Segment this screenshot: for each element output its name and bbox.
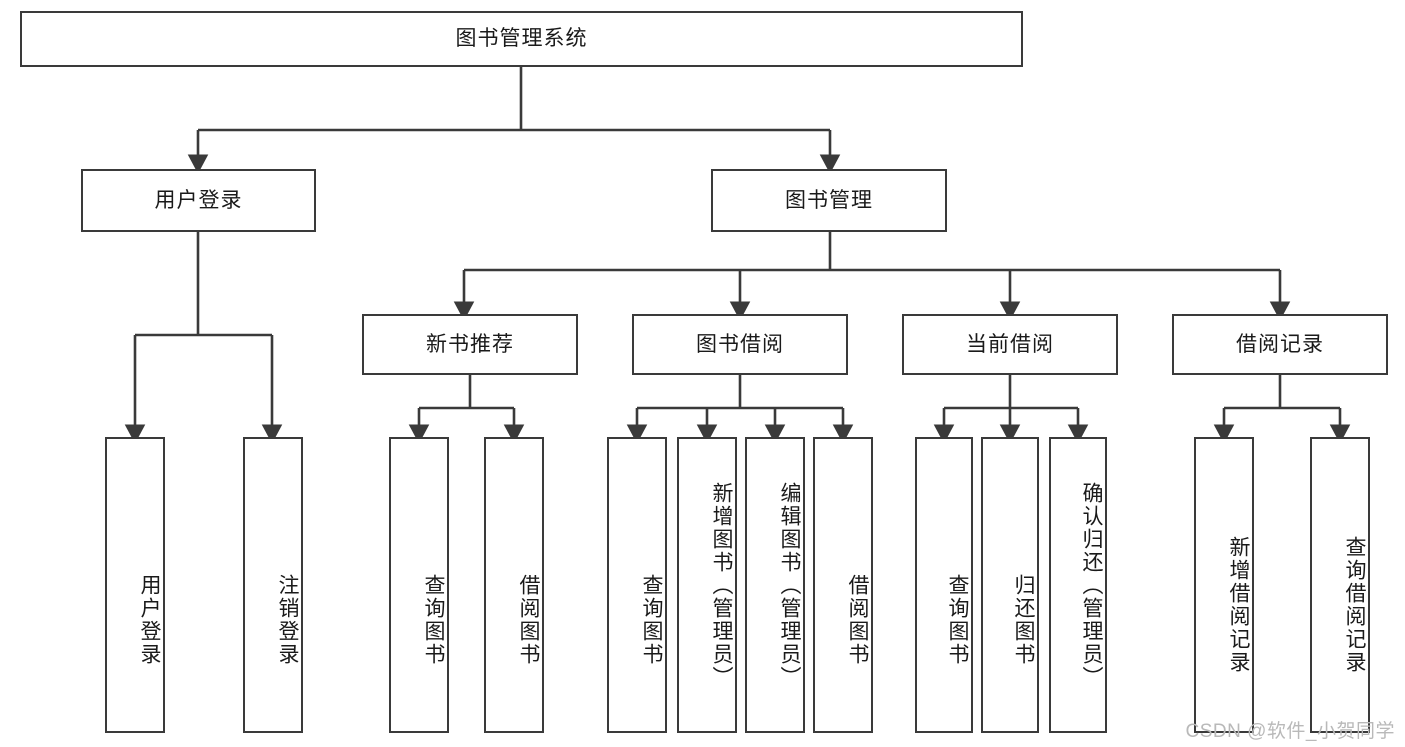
node-label: 查询图书 [640, 573, 663, 666]
node-label: 借阅记录 [1236, 332, 1324, 356]
leaf-current-borrow-query-book[interactable]: 查询图书 [915, 437, 973, 733]
node-label: 当前借阅 [966, 332, 1054, 356]
leaf-user-login-login[interactable]: 用户登录 [105, 437, 165, 733]
node-label: 查询图书 [946, 573, 969, 666]
node-label: 新书推荐 [426, 332, 514, 356]
node-label: 编辑图书（管理员） [778, 481, 801, 689]
node-label: 图书管理系统 [455, 27, 588, 51]
node-label: 新增借阅记录 [1227, 535, 1250, 674]
node-label: 图书管理 [785, 188, 873, 212]
node-label: 归还图书 [1012, 573, 1035, 666]
leaf-current-borrow-return-book[interactable]: 归还图书 [981, 437, 1039, 733]
node-label: 借阅图书 [846, 573, 869, 666]
node-book-borrow[interactable]: 图书借阅 [632, 314, 848, 375]
leaf-book-borrow-add-book-admin[interactable]: 新增图书（管理员） [677, 437, 737, 733]
node-new-book-recommend[interactable]: 新书推荐 [362, 314, 578, 375]
node-label: 借阅图书 [517, 573, 540, 666]
node-label: 注销登录 [276, 573, 299, 666]
node-label: 用户登录 [154, 188, 243, 212]
node-user-login[interactable]: 用户登录 [81, 169, 316, 232]
leaf-current-borrow-confirm-return-admin[interactable]: 确认归还（管理员） [1049, 437, 1107, 733]
leaf-new-book-query-book[interactable]: 查询图书 [389, 437, 449, 733]
node-label: 查询借阅记录 [1343, 535, 1366, 674]
node-book-management[interactable]: 图书管理 [711, 169, 947, 232]
leaf-borrow-record-query-record[interactable]: 查询借阅记录 [1310, 437, 1370, 733]
node-label: 新增图书（管理员） [710, 481, 733, 689]
node-label: 图书借阅 [696, 332, 784, 356]
leaf-new-book-borrow-book[interactable]: 借阅图书 [484, 437, 544, 733]
node-label: 查询图书 [422, 573, 445, 666]
node-label: 用户登录 [138, 573, 161, 666]
leaf-book-borrow-borrow-book[interactable]: 借阅图书 [813, 437, 873, 733]
leaf-borrow-record-add-record[interactable]: 新增借阅记录 [1194, 437, 1254, 733]
leaf-book-borrow-query-book[interactable]: 查询图书 [607, 437, 667, 733]
node-current-borrow[interactable]: 当前借阅 [902, 314, 1118, 375]
watermark-csdn: CSDN @软件_小贺同学 [1185, 721, 1395, 742]
leaf-user-login-logout[interactable]: 注销登录 [243, 437, 303, 733]
leaf-book-borrow-edit-book-admin[interactable]: 编辑图书（管理员） [745, 437, 805, 733]
node-label: 确认归还（管理员） [1080, 481, 1103, 689]
node-borrow-record[interactable]: 借阅记录 [1172, 314, 1388, 375]
node-root-system[interactable]: 图书管理系统 [20, 11, 1023, 67]
